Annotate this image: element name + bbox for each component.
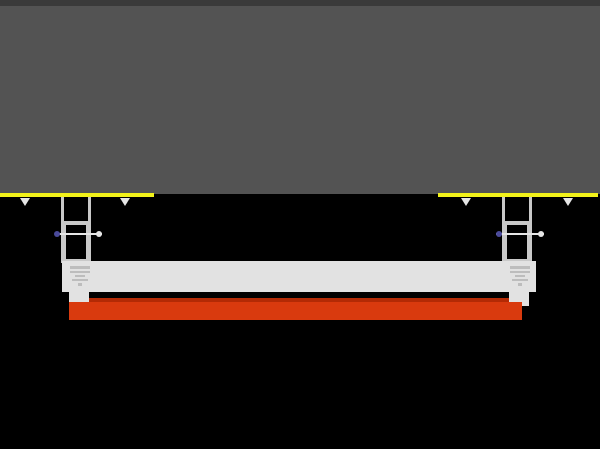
bracket-stem-outer (502, 197, 505, 263)
heater-panel (69, 298, 522, 320)
slab-top-edge (0, 0, 600, 6)
bracket-loop (64, 223, 88, 261)
bolt-head-icon (496, 231, 502, 237)
slab-body (0, 6, 600, 194)
heater-panel-top-edge (89, 298, 509, 302)
clip-icon (70, 266, 90, 286)
hanger-bracket-right (496, 197, 544, 263)
screw-icon (563, 198, 573, 206)
crossbar (62, 261, 536, 306)
plate-bar (438, 193, 598, 197)
bracket-loop (505, 223, 529, 261)
crossbar-body (62, 261, 536, 292)
nut-icon (96, 231, 102, 237)
ceiling-slab (0, 0, 600, 194)
hanger-bracket-left (54, 197, 102, 263)
plate-bar (0, 193, 154, 197)
bracket-stem-outer (529, 197, 532, 263)
bracket-stem-outer (61, 197, 64, 263)
heater-panel-body (69, 302, 522, 320)
mounting-plate-left (0, 193, 154, 206)
screw-icon (461, 198, 471, 206)
bracket-crossbar-top (61, 221, 91, 224)
clip-icon (510, 266, 530, 286)
bolt-head-icon (54, 231, 60, 237)
screw-icon (120, 198, 130, 206)
bracket-stem-outer (88, 197, 91, 263)
screw-icon (20, 198, 30, 206)
nut-icon (538, 231, 544, 237)
bracket-crossbar-top (502, 221, 532, 224)
mounting-plate-right (438, 193, 598, 206)
